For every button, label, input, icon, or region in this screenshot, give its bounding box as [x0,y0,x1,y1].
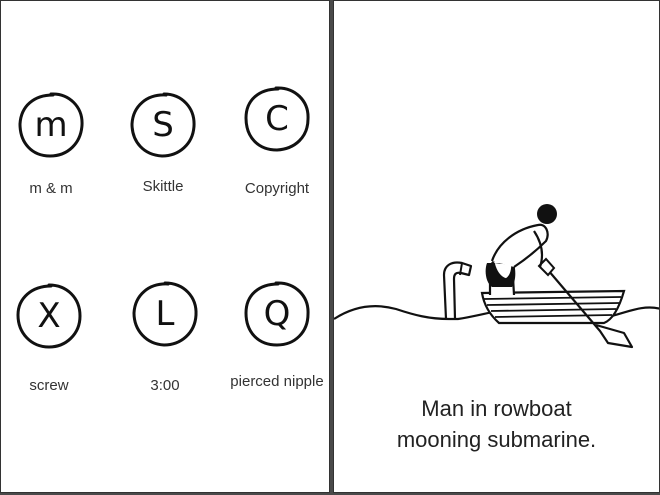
sketch-circle-icon: m [17,91,85,159]
sketch-circle-icon: S [129,91,197,159]
left-panel: m m & m S Skittle C Copyright X screw L … [0,0,330,493]
droodle-l: L 3:00 [115,280,215,430]
droodle-letter: X [37,296,61,336]
sketch-circle-icon: X [15,282,83,350]
droodle-letter: m [34,105,68,145]
droodle-x: X screw [1,282,99,432]
droodle-label: 3:00 [150,377,180,394]
droodle-label: m & m [29,180,73,197]
rowboat [480,289,626,325]
droodle-m: m m & m [1,91,101,241]
droodle-label: pierced nipple [230,373,324,390]
oar [541,262,634,349]
sketch-circle-icon: Q [243,280,311,348]
droodle-letter: Q [263,294,291,334]
droodle-c: C Copyright [227,85,327,235]
caption: Man in rowboat mooning submarine. [334,393,659,455]
rowboat-submarine-illustration [334,204,659,349]
sketch-circle-icon: L [131,280,199,348]
droodle-letter: C [265,99,289,139]
caption-line-2: mooning submarine. [396,427,597,452]
man-head [537,204,557,224]
caption-line-1: Man in rowboat [421,396,572,421]
sketch-circle-icon: C [243,85,311,153]
man-arm [533,230,544,268]
droodle-letter: L [155,294,175,334]
droodle-letter: S [152,105,174,145]
droodle-s: S Skittle [113,91,213,241]
droodle-label: Skittle [142,178,184,195]
droodle-label: Copyright [244,180,310,197]
droodle-label: screw [29,377,69,394]
droodle-q: Q pierced nipple [227,280,327,430]
man-torso [490,223,549,268]
right-panel: Man in rowboat mooning submarine. [333,0,660,493]
periscope [442,261,473,320]
